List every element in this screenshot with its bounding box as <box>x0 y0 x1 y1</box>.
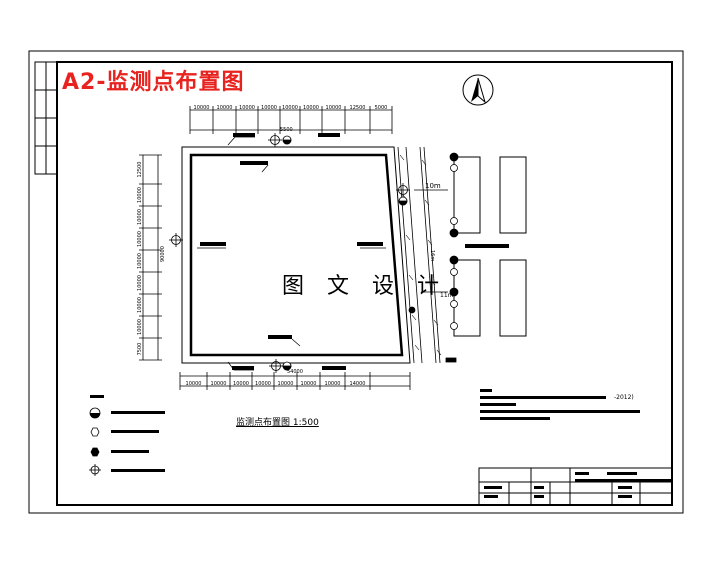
pit-outline-outer <box>181 146 411 364</box>
left-dimension-label: 12500 <box>137 162 143 178</box>
top-dimension-chain <box>189 106 393 134</box>
top-dimension-label: 10000 <box>326 105 342 111</box>
north-arrow-icon <box>462 74 494 106</box>
filled-point-icon <box>90 447 100 457</box>
top-dimension-label: 10000 <box>282 105 298 111</box>
annotation-leaders <box>197 136 386 371</box>
bottom-point-label: 54000 <box>287 369 303 375</box>
drawing-title: A2-监测点布置图 <box>62 70 245 95</box>
left-dimension-chain <box>139 154 162 361</box>
left-dimension-label: 10000 <box>137 253 143 269</box>
bottom-dimension-label: 10000 <box>186 381 202 387</box>
road-edges <box>397 146 441 364</box>
annotation-bars <box>200 133 509 370</box>
bottom-dimension-label: 10000 <box>211 381 227 387</box>
inner-border <box>56 61 673 506</box>
pit-outline-inner <box>189 153 404 357</box>
bottom-dimension-labels: 10000 10000 10000 10000 10000 10000 10000 14000 <box>186 381 366 387</box>
top-dimension-label: 10000 <box>239 105 255 111</box>
top-dimension-label: 12500 <box>350 105 366 111</box>
hollow-point-icon <box>90 427 100 437</box>
bottom-dimension-label: 10000 <box>278 381 294 387</box>
top-dimension-label: 10000 <box>217 105 233 111</box>
top-dimension-labels: 10000 10000 10000 10000 10000 10000 10000 12500… <box>194 105 388 111</box>
bottom-dimension-label: 10000 <box>325 381 341 387</box>
left-dimension-label: 10000 <box>137 319 143 335</box>
left-dimension-label: 10000 <box>137 297 143 313</box>
bottom-dimension-chain <box>179 372 411 390</box>
left-dimension-label: 10000 <box>137 231 143 247</box>
legend <box>89 395 165 476</box>
bottom-dimension-label: 10000 <box>255 381 271 387</box>
left-dimension-label: 7500 <box>137 343 143 356</box>
bottom-dimension-label: 14000 <box>350 381 366 387</box>
binding-strip <box>34 61 58 175</box>
bottom-dimension-label: 10000 <box>233 381 249 387</box>
building-points <box>449 152 459 330</box>
watermark: 图 文 设 计 <box>282 274 447 299</box>
buildings <box>453 156 527 337</box>
left-dimension-label: 10000 <box>137 275 143 291</box>
road-hatching <box>399 154 442 356</box>
bottom-dimension-label: 10000 <box>301 381 317 387</box>
note-code: -2012) <box>614 394 634 401</box>
left-total-dim-label: 90000 <box>160 246 166 262</box>
road-lower-label: 11m <box>440 292 454 299</box>
left-dimension-label: 10000 <box>137 187 143 203</box>
top-dimension-label: 5000 <box>375 105 388 111</box>
outer-border <box>28 50 684 514</box>
scale-caption: 监测点布置图 1:500 <box>236 418 319 428</box>
left-dimension-label: 10000 <box>137 209 143 225</box>
top-dimension-label: 10000 <box>194 105 210 111</box>
filled-point-icon <box>408 306 416 314</box>
notes-block <box>480 389 640 420</box>
road-width-label: 10m <box>425 182 441 190</box>
top-dimension-label: 10000 <box>261 105 277 111</box>
title-block-fills <box>484 472 671 498</box>
monitoring-points <box>169 133 457 373</box>
left-dimension-labels: 12500 10000 10000 10000 10000 10000 10000 10000… <box>137 162 143 356</box>
road-side-label: 16m <box>429 250 435 261</box>
top-point-label: 5500 <box>280 127 293 133</box>
top-dimension-label: 10000 <box>303 105 319 111</box>
